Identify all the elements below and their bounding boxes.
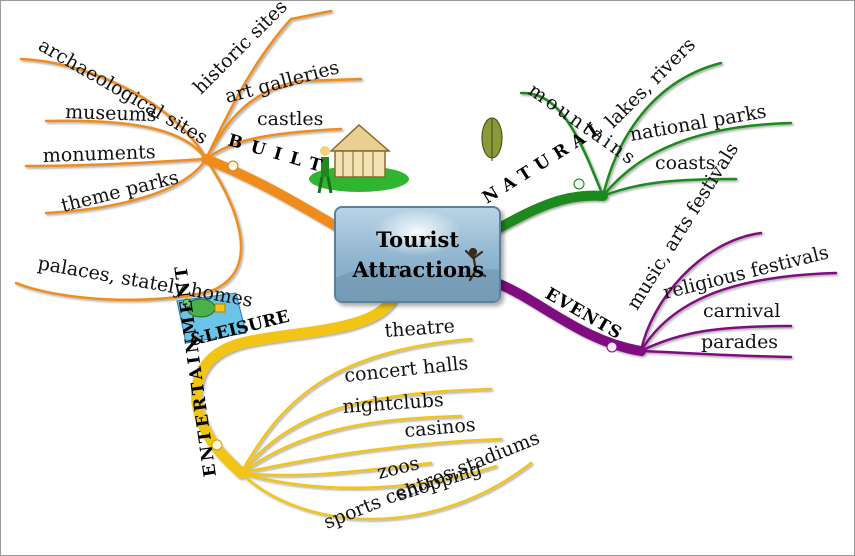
built-item-castles: castles xyxy=(257,108,323,130)
central-topic-title: Tourist Attractions xyxy=(352,226,485,282)
central-topic-background xyxy=(336,211,499,301)
events-main-branch xyxy=(492,278,646,356)
ent-branch-nightclubs xyxy=(239,414,463,475)
ent-item-nightclubs: nightclubs xyxy=(342,389,445,418)
built-item-monuments: monuments xyxy=(42,141,156,167)
natural-branch-mountains xyxy=(519,91,605,198)
ent-branch-shopping xyxy=(239,464,498,489)
events-branch xyxy=(492,231,838,359)
natural-node-dot xyxy=(573,178,585,190)
built-item-art-galleries: art galleries xyxy=(223,56,342,108)
ent-branch-theatre xyxy=(239,337,473,475)
events-node-dot xyxy=(606,341,618,353)
turtle-picture xyxy=(176,292,247,344)
events-item-parades: parades xyxy=(701,331,778,353)
built-item-archaeological-sites: archaeological sites xyxy=(35,34,212,149)
events-branch-music-arts xyxy=(639,231,763,353)
built-branch-archaeological-sites xyxy=(19,57,208,161)
events-item-carnival: carnival xyxy=(703,300,781,322)
built-branch-theme-parks xyxy=(44,157,208,215)
leaf-picture xyxy=(481,117,503,161)
ent-branch-sports xyxy=(239,461,533,521)
built-branch-museums xyxy=(44,119,208,161)
built-branch-castles xyxy=(204,127,343,161)
built-node-dot xyxy=(227,160,239,172)
events-branch-parades xyxy=(639,349,793,359)
central-topic-box: Tourist Attractions xyxy=(334,206,501,303)
ent-item-theatre: theatre xyxy=(384,315,456,342)
built-branch-monuments xyxy=(24,157,208,168)
entertainment-node-dot xyxy=(211,439,223,451)
built-branch-historic-sites xyxy=(204,9,333,161)
built-branch-palaces xyxy=(14,157,243,302)
natural-main-branch xyxy=(492,190,608,234)
natural-branch-lakes-rivers xyxy=(601,61,723,198)
ent-branch-concert-halls xyxy=(239,387,493,475)
built-branch-art-galleries xyxy=(204,77,363,161)
built-main-branch xyxy=(201,154,346,234)
events-branch-religious xyxy=(639,271,838,353)
events-branch-carnival xyxy=(639,324,793,353)
natural-branch-national-parks xyxy=(601,121,793,198)
natural-branch-coasts xyxy=(601,177,738,198)
ent-branch-zoos xyxy=(239,461,433,477)
natural-branch xyxy=(492,61,793,234)
built-item-palaces: palaces, stately homes xyxy=(36,252,254,311)
built-item-theme-parks: theme parks xyxy=(59,166,181,216)
built-branch xyxy=(14,9,363,302)
temple-construction-picture xyxy=(309,123,409,194)
natural-item-coasts: coasts xyxy=(655,152,716,174)
ent-item-concert-halls: concert halls xyxy=(343,352,469,387)
ent-branch-casinos xyxy=(239,437,503,475)
jumping-person-icon xyxy=(464,247,487,282)
built-item-museums: museums xyxy=(65,101,157,126)
